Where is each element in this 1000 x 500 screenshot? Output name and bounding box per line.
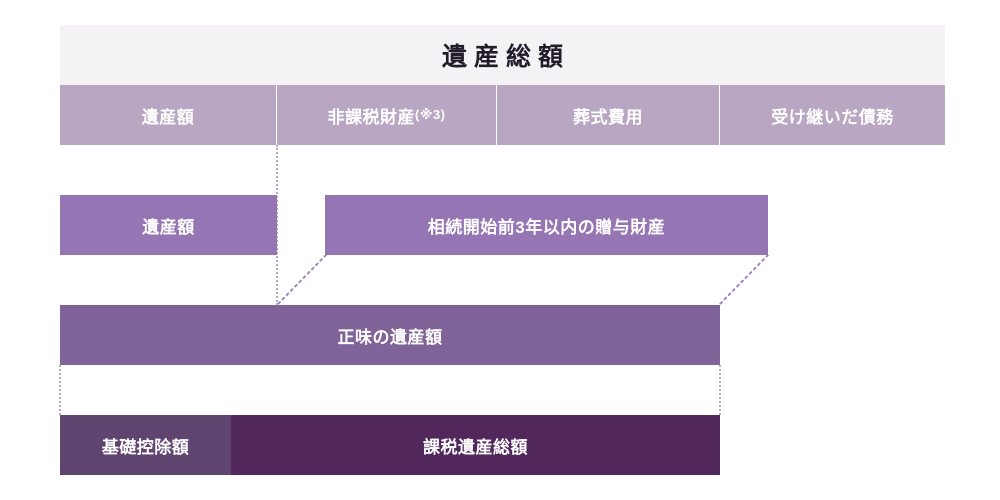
- taxable-estate-label: 課税遺産総額: [423, 437, 528, 457]
- basic-deduction-box: 基礎控除額: [60, 415, 231, 475]
- component-label: 遺産額: [141, 107, 195, 127]
- component-cell-estate-amount: 遺産額: [60, 85, 277, 145]
- gifted-property-label: 相続開始前3年以内の贈与財産: [427, 217, 666, 237]
- component-cell-nontaxable-property: 非課税財産 (※3): [277, 85, 497, 145]
- component-label: 非課税財産: [327, 107, 415, 127]
- basic-deduction-label: 基礎控除額: [101, 437, 190, 457]
- connector-diagonal-right-svg: [718, 255, 769, 306]
- connector-line-diagonal-left: [276, 255, 328, 307]
- estate-amount-box: 遺産額: [60, 195, 277, 255]
- total-estate-title-band: 遺産総額: [60, 25, 945, 85]
- connector-line-diagonal-right: [718, 255, 770, 307]
- taxable-estate-box: 課税遺産総額: [231, 415, 720, 475]
- connector-diagonal-left-svg: [276, 255, 327, 306]
- component-label: 受け継いだ債務: [771, 107, 894, 127]
- component-label: 葬式費用: [573, 107, 643, 127]
- component-cell-inherited-debts: 受け継いだ債務: [720, 85, 945, 145]
- estate-components-band: 遺産額 非課税財産 (※3) 葬式費用 受け継いだ債務: [60, 85, 945, 145]
- connector-line-vertical-bottom-left: [59, 365, 61, 415]
- net-estate-label: 正味の遺産額: [337, 327, 443, 347]
- gifted-property-box: 相続開始前3年以内の贈与財産: [325, 195, 768, 255]
- connector-line-vertical-bottom-right: [719, 365, 721, 415]
- component-cell-funeral-expenses: 葬式費用: [497, 85, 720, 145]
- page-title: 遺産総額: [441, 43, 570, 71]
- net-estate-box: 正味の遺産額: [60, 305, 720, 365]
- estate-amount-label: 遺産額: [142, 217, 195, 237]
- taxable-estate-band: 基礎控除額 課税遺産総額: [60, 415, 720, 475]
- component-note: (※3): [414, 107, 446, 122]
